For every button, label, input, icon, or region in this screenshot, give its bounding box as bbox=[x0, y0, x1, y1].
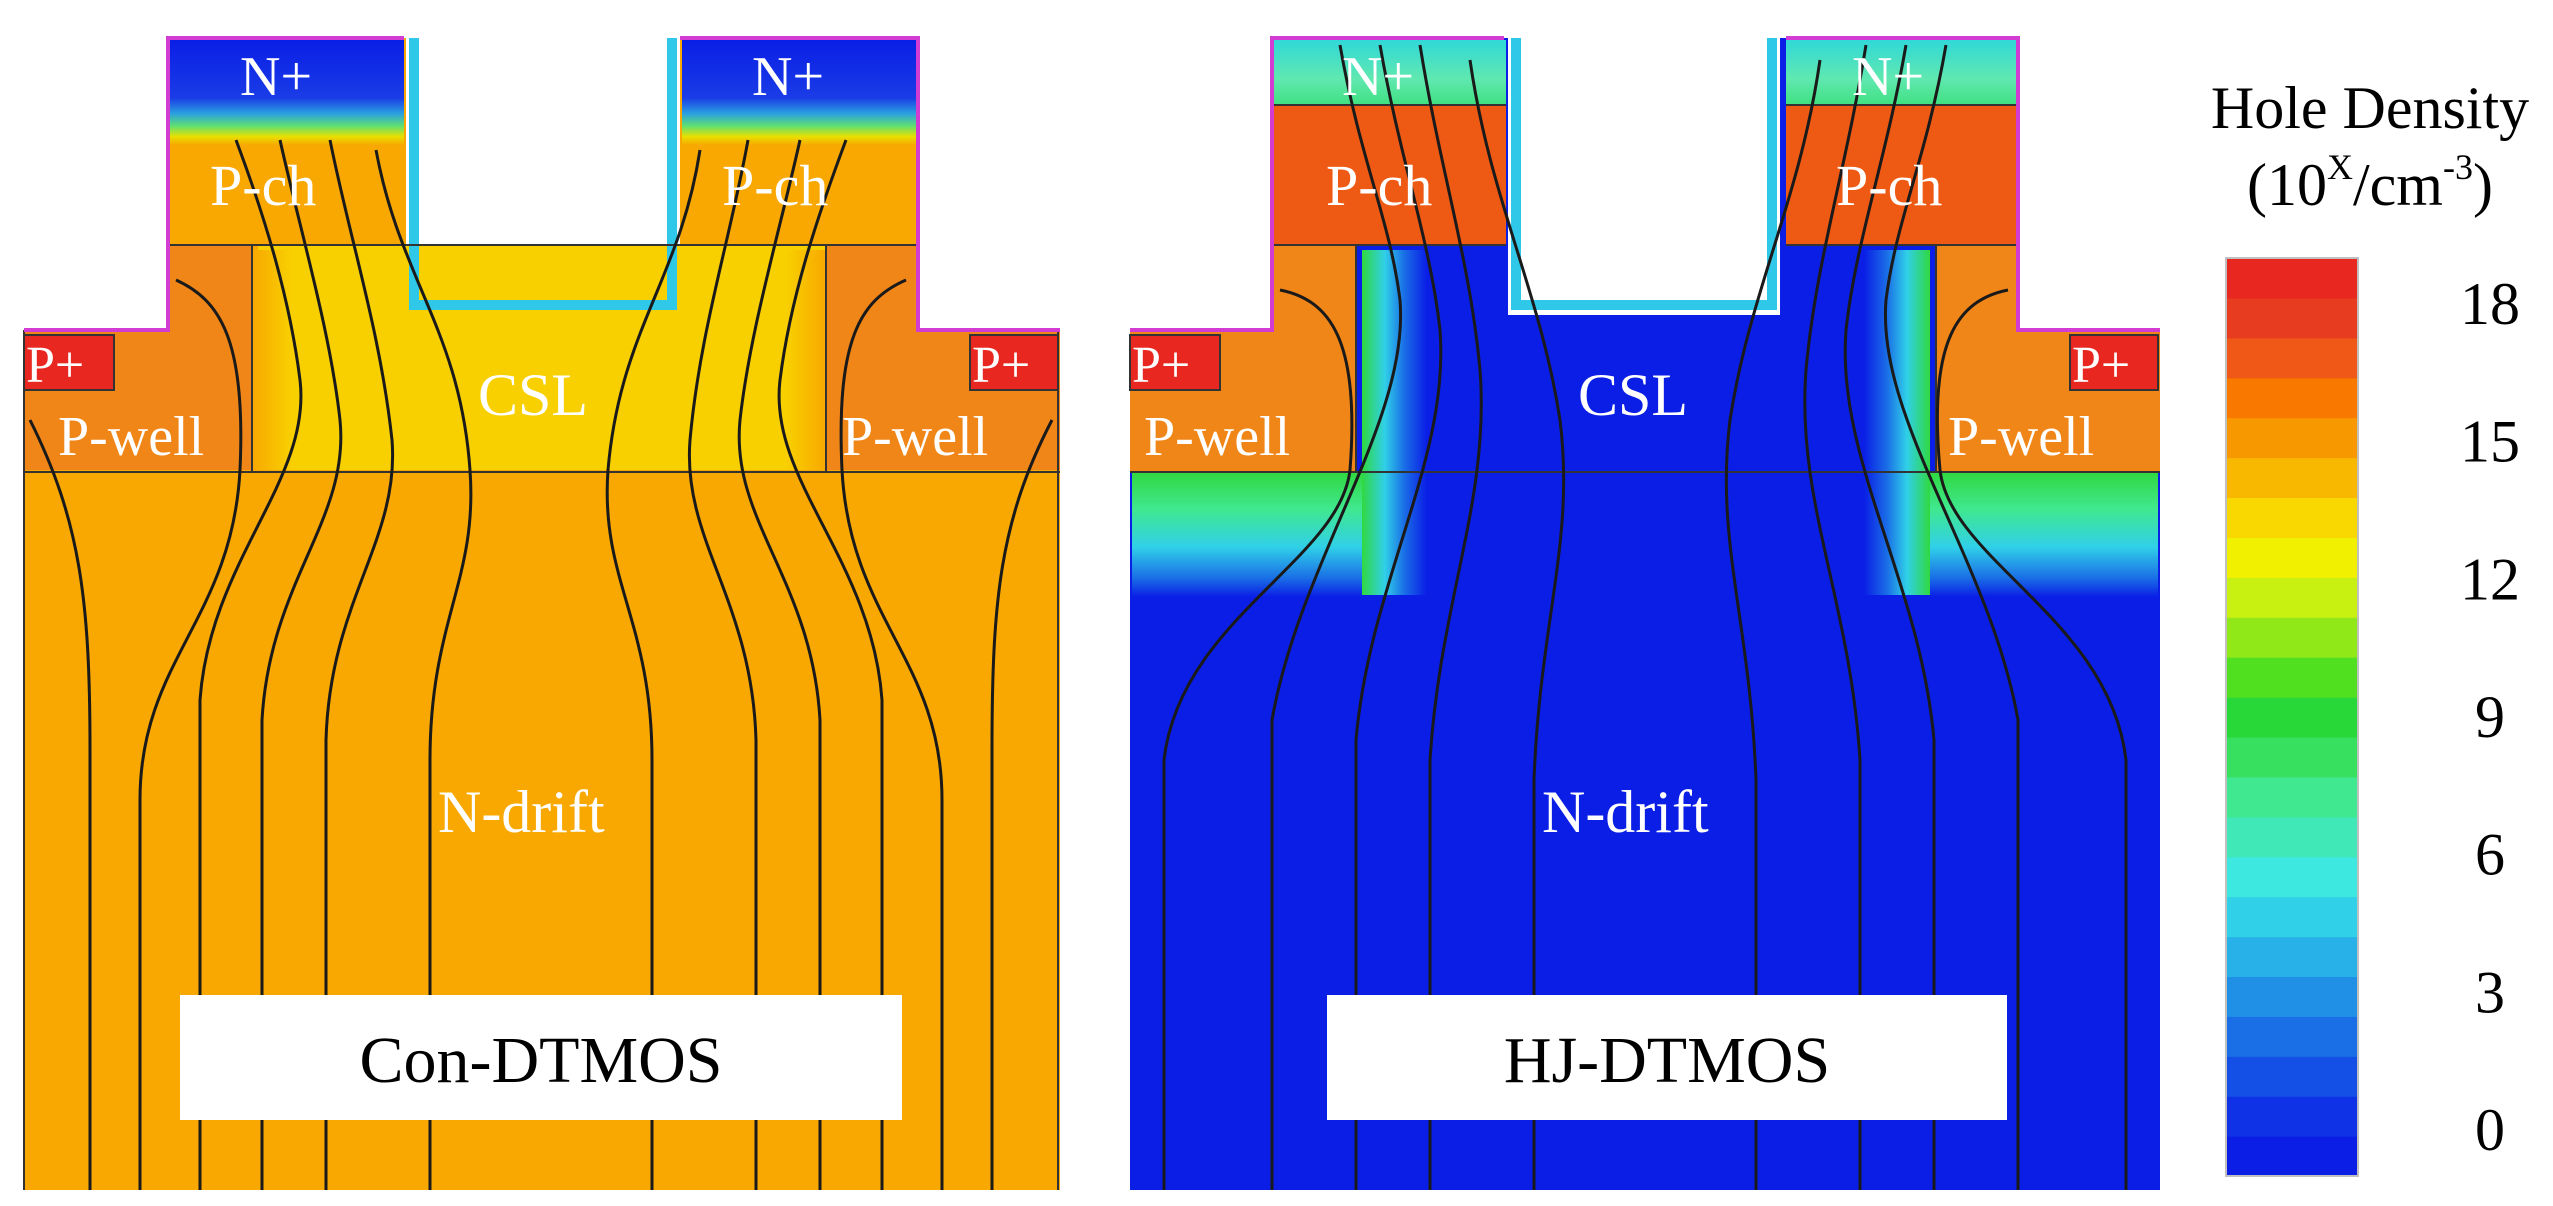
colorbar-tick-label: 6 bbox=[2475, 822, 2505, 888]
con-nplus-right bbox=[682, 40, 916, 145]
colorbar-band bbox=[2226, 497, 2358, 538]
colorbar-title: Hole Density bbox=[2211, 75, 2529, 141]
colorbar-tick-label: 12 bbox=[2460, 546, 2520, 612]
hj-pwell-left bbox=[1130, 245, 1356, 472]
colorbar-tick-label: 18 bbox=[2460, 271, 2520, 337]
hj-label-nplus-right: N+ bbox=[1852, 46, 1924, 108]
hj-pch-left bbox=[1272, 105, 1506, 245]
con-pplus-left bbox=[23, 334, 115, 391]
panel-hj-dtmos: N+ N+ P-ch P-ch P+ P+ CSL P-well P-well … bbox=[1129, 36, 2160, 1190]
con-label-pplus-left: P+ bbox=[26, 337, 84, 394]
panel-con-dtmos: N+ N+ P-ch P-ch P+ P+ CSL P-well P-well … bbox=[23, 36, 1060, 1190]
colorbar-band bbox=[2226, 1016, 2358, 1057]
hj-caption: HJ-DTMOS bbox=[1504, 1024, 1830, 1097]
hj-trench-oxide bbox=[1511, 38, 1777, 310]
colorbar-band bbox=[2226, 337, 2358, 379]
hj-label-pplus-right: P+ bbox=[2072, 337, 2130, 394]
colorbar-tick-label: 0 bbox=[2475, 1097, 2505, 1163]
con-label-pwell-right: P-well bbox=[842, 406, 988, 468]
colorbar-band bbox=[2226, 297, 2358, 339]
colorbar-band bbox=[2226, 816, 2358, 858]
colorbar-band bbox=[2226, 457, 2358, 499]
con-label-csl: CSL bbox=[478, 362, 588, 428]
con-pwell-right bbox=[826, 245, 1060, 470]
colorbar-band bbox=[2226, 1136, 2358, 1177]
con-label-pplus-right: P+ bbox=[972, 337, 1030, 394]
colorbar-tick-label: 9 bbox=[2475, 684, 2505, 750]
con-pwell-left bbox=[24, 245, 252, 470]
colorbar-band bbox=[2226, 577, 2358, 618]
colorbar-band bbox=[2226, 1056, 2358, 1097]
con-label-nplus-right: N+ bbox=[752, 46, 824, 108]
con-label-pwell-left: P-well bbox=[58, 406, 204, 468]
hj-label-pwell-left: P-well bbox=[1144, 406, 1290, 468]
colorbar-band bbox=[2226, 736, 2358, 778]
hole-density-colorbar: Hole Density (10X/cm-3) 18 15 12 9 6 3 0 bbox=[2211, 75, 2529, 1177]
colorbar-band bbox=[2226, 377, 2358, 419]
colorbar-band bbox=[2226, 1096, 2358, 1137]
con-label-pch-right: P-ch bbox=[722, 153, 828, 218]
hj-pplus-right bbox=[2069, 334, 2159, 391]
colorbar-band bbox=[2226, 417, 2358, 459]
hj-label-csl: CSL bbox=[1578, 362, 1688, 428]
hj-label-nplus-left: N+ bbox=[1342, 46, 1414, 108]
hj-label-pch-left: P-ch bbox=[1326, 153, 1432, 218]
con-caption-box bbox=[180, 995, 902, 1120]
con-label-pch-left: P-ch bbox=[210, 153, 316, 218]
colorbar-bands bbox=[2226, 258, 2358, 1177]
colorbar-band bbox=[2226, 976, 2358, 1017]
colorbar-band bbox=[2226, 258, 2358, 299]
hj-label-pwell-right: P-well bbox=[1948, 406, 2094, 468]
colorbar-band bbox=[2226, 617, 2358, 658]
hj-label-pplus-left: P+ bbox=[1132, 337, 1190, 394]
con-current-flowlines bbox=[28, 139, 1054, 1190]
hj-current-flowlines bbox=[1162, 44, 2128, 1190]
hj-pwell-right bbox=[1936, 245, 2160, 472]
colorbar-band bbox=[2226, 537, 2358, 578]
con-nplus-left bbox=[170, 40, 404, 145]
con-caption: Con-DTMOS bbox=[359, 1024, 722, 1097]
con-trench-oxide bbox=[409, 38, 677, 310]
hj-pplus-left bbox=[1129, 334, 1221, 391]
colorbar-band bbox=[2226, 657, 2358, 698]
colorbar-band bbox=[2226, 936, 2358, 978]
hj-label-pch-right: P-ch bbox=[1836, 153, 1942, 218]
colorbar-unit: (10X/cm-3) bbox=[2247, 147, 2493, 218]
colorbar-band bbox=[2226, 776, 2358, 818]
colorbar-band bbox=[2226, 896, 2358, 938]
con-label-ndrift: N-drift bbox=[438, 779, 605, 845]
colorbar-tick-label: 15 bbox=[2460, 409, 2520, 475]
colorbar-band bbox=[2226, 856, 2358, 898]
colorbar-frame bbox=[2225, 257, 2359, 1177]
hj-label-ndrift: N-drift bbox=[1542, 779, 1709, 845]
hj-caption-box bbox=[1327, 995, 2007, 1120]
colorbar-tick-label: 3 bbox=[2475, 959, 2505, 1025]
colorbar-band bbox=[2226, 697, 2358, 738]
con-csl-region bbox=[252, 245, 826, 470]
con-label-nplus-left: N+ bbox=[240, 46, 312, 108]
colorbar-ticks: 18 15 12 9 6 3 0 bbox=[2460, 271, 2520, 1163]
